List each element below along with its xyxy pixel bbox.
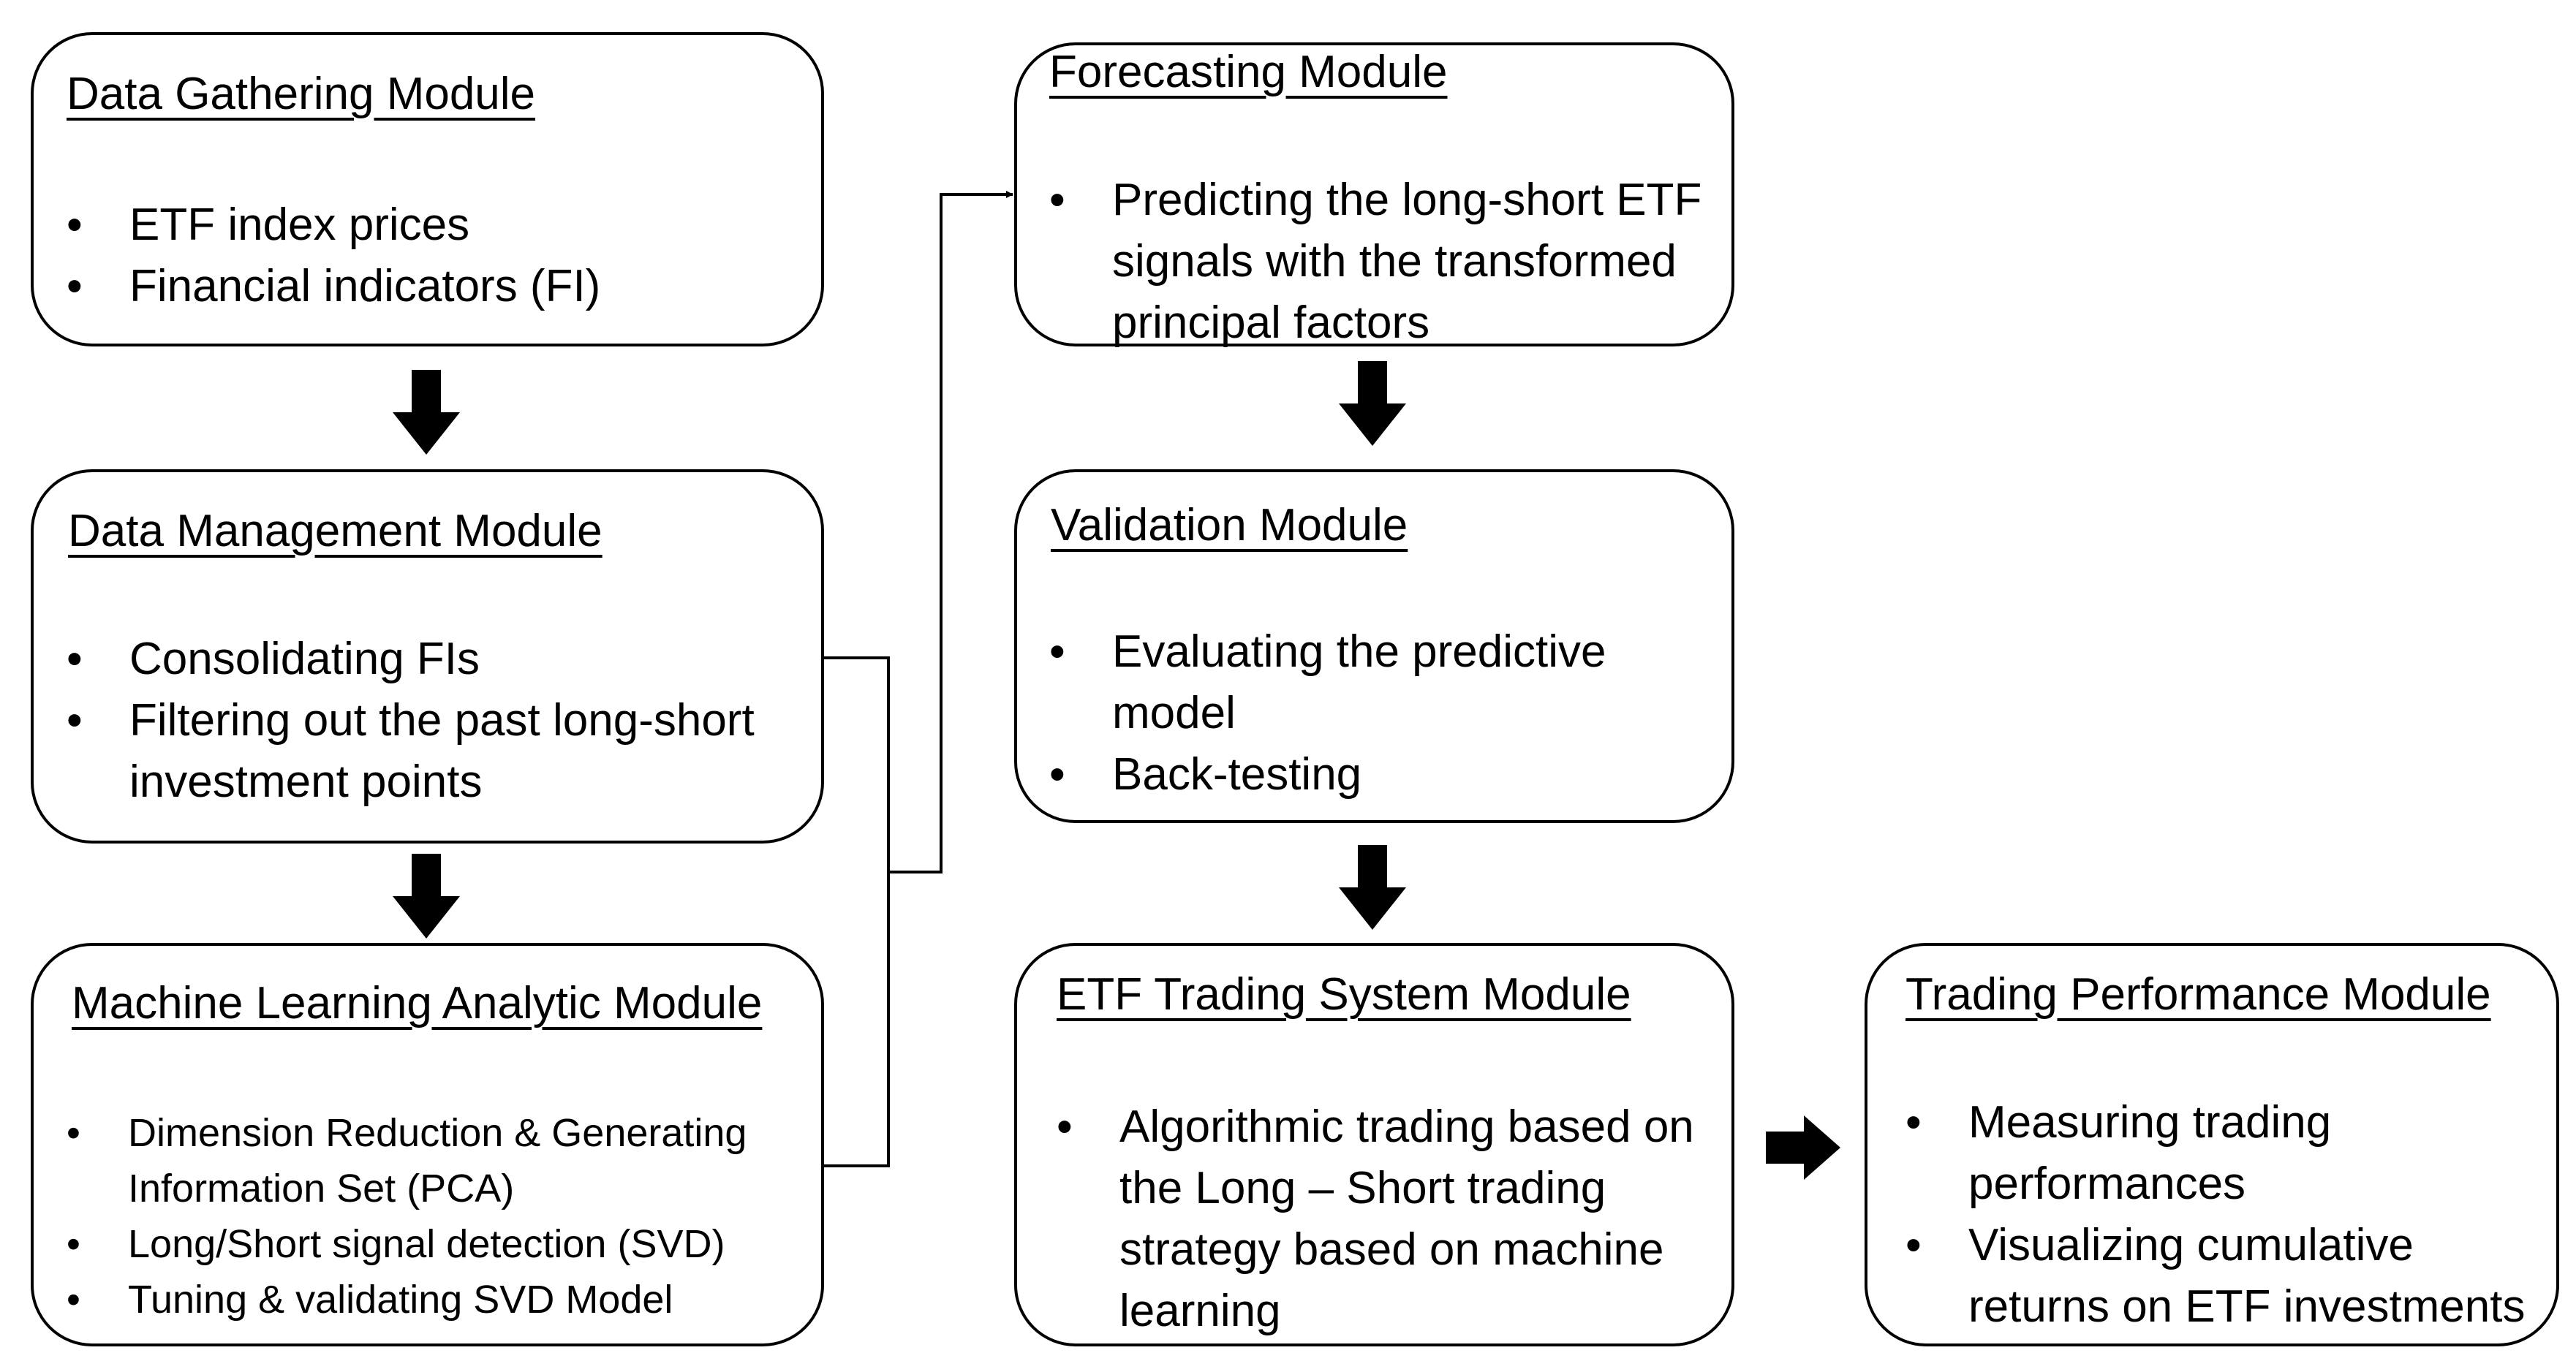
list-item: Algorithmic trading based on the Long – … xyxy=(1057,1096,1715,1342)
list-item: Consolidating FIs xyxy=(67,629,805,690)
list-item: Predicting the long-short ETF signals wi… xyxy=(1049,170,1707,354)
data-gathering-module: Data Gathering Module ETF index prices F… xyxy=(31,32,824,346)
etf-trading-system-title: ETF Trading System Module xyxy=(1057,969,1631,1020)
trading-performance-module: Trading Performance Module Measuring tra… xyxy=(1865,943,2559,1346)
list-item: Visualizing cumulative returns on ETF in… xyxy=(1905,1215,2534,1338)
list-item: Back-testing xyxy=(1049,744,1707,806)
connector-bracket xyxy=(823,656,890,1167)
list-item: Financial indicators (FI) xyxy=(67,256,798,317)
ml-analytic-list: Dimension Reduction & Generating Informa… xyxy=(67,1105,812,1327)
connector-to-forecasting xyxy=(888,191,1013,873)
validation-title: Validation Module xyxy=(1051,500,1408,550)
validation-list: Evaluating the predictive model Back-tes… xyxy=(1049,621,1707,806)
arrow-down-icon xyxy=(393,854,460,939)
arrow-right-icon xyxy=(1766,1115,1840,1180)
trading-performance-title: Trading Performance Module xyxy=(1905,969,2491,1020)
arrow-down-icon xyxy=(1339,845,1406,930)
data-management-list: Consolidating FIs Filtering out the past… xyxy=(67,629,805,813)
etf-trading-system-module: ETF Trading System Module Algorithmic tr… xyxy=(1014,943,1734,1346)
list-item: Long/Short signal detection (SVD) xyxy=(67,1216,812,1272)
ml-analytic-title: Machine Learning Analytic Module xyxy=(72,978,763,1028)
list-item: Measuring trading performances xyxy=(1905,1092,2534,1215)
forecasting-title: Forecasting Module xyxy=(1049,47,1448,97)
trading-performance-list: Measuring trading performances Visualizi… xyxy=(1905,1092,2534,1338)
validation-module: Validation Module Evaluating the predict… xyxy=(1014,469,1734,823)
data-management-module: Data Management Module Consolidating FIs… xyxy=(31,469,824,844)
data-gathering-title: Data Gathering Module xyxy=(67,69,536,119)
list-item: Tuning & validating SVD Model xyxy=(67,1272,812,1327)
arrow-down-icon xyxy=(393,370,460,455)
ml-analytic-module: Machine Learning Analytic Module Dimensi… xyxy=(31,943,824,1346)
list-item: ETF index prices xyxy=(67,194,798,256)
forecasting-list: Predicting the long-short ETF signals wi… xyxy=(1049,170,1707,354)
forecasting-module: Forecasting Module Predicting the long-s… xyxy=(1014,42,1734,348)
list-item: Dimension Reduction & Generating Informa… xyxy=(67,1105,812,1216)
list-item: Evaluating the predictive model xyxy=(1049,621,1707,744)
data-gathering-list: ETF index prices Financial indicators (F… xyxy=(67,194,798,317)
data-management-title: Data Management Module xyxy=(68,506,603,556)
arrow-down-icon xyxy=(1339,361,1406,446)
etf-trading-system-list: Algorithmic trading based on the Long – … xyxy=(1057,1096,1715,1342)
list-item: Filtering out the past long-short invest… xyxy=(67,690,805,813)
